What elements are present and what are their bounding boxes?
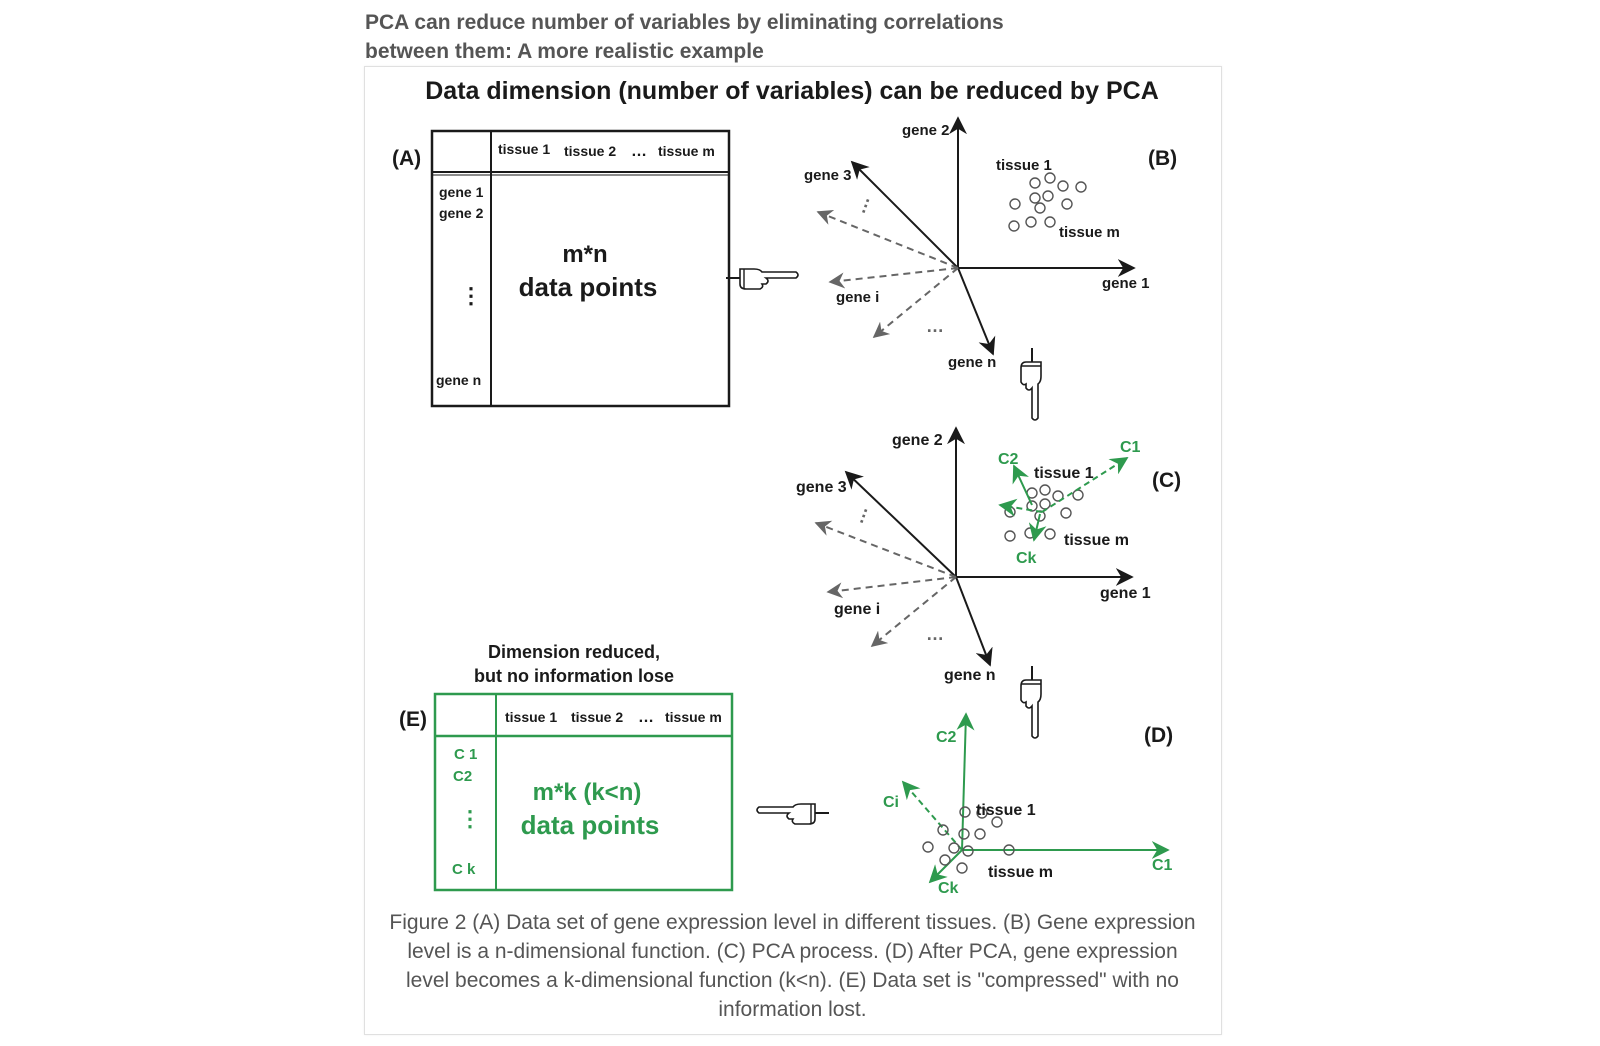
panel-c-label: (C) bbox=[1152, 469, 1181, 492]
axis-label-gene-2: gene 2 bbox=[892, 432, 943, 449]
axis-label-gene-n: gene n bbox=[948, 354, 996, 371]
component-label-c2: C2 bbox=[998, 451, 1019, 468]
cluster-label-tissue-m: tissue m bbox=[1064, 532, 1129, 549]
panel-e-col-header: tissue 2 bbox=[571, 709, 623, 725]
panel-e-col-header: tissue 1 bbox=[505, 709, 557, 725]
cluster-label-tissue-1: tissue 1 bbox=[996, 157, 1052, 174]
axis-dashed-upper bbox=[816, 209, 959, 269]
panel-a-body-line-2: data points bbox=[519, 272, 658, 302]
axis-label-gene-3: gene 3 bbox=[804, 167, 852, 184]
cluster-label-tissue-m: tissue m bbox=[1059, 224, 1120, 241]
axis-label-ci: Ci bbox=[883, 794, 899, 811]
hand-pointer-down-icon bbox=[1020, 347, 1042, 421]
panel-a-col-header: … bbox=[631, 143, 647, 160]
axis-gene-i bbox=[826, 576, 957, 599]
axis-label-gene-i: gene i bbox=[834, 601, 880, 618]
panel-a-body-line-1: m*n bbox=[562, 241, 607, 268]
axis-gene-3 bbox=[850, 160, 959, 269]
axis-label-gene-i: gene i bbox=[836, 289, 879, 306]
axis-ellipsis-upper: … bbox=[847, 503, 872, 527]
panel-a-label: (A) bbox=[392, 147, 421, 170]
figure-frame bbox=[364, 66, 1222, 1035]
panel-a-row-header: gene n bbox=[436, 372, 481, 388]
panel-b: (B) gene 1 gene 2 gene 3 gene i gene n …… bbox=[804, 116, 1177, 371]
panel-e-row-header: C 1 bbox=[454, 746, 477, 763]
axis-ellipsis-upper: … bbox=[849, 193, 874, 217]
panel-e-note-line-1: Dimension reduced, bbox=[488, 642, 660, 662]
panel-a-col-header: tissue m bbox=[658, 143, 715, 159]
axis-label-gene-1: gene 1 bbox=[1102, 275, 1150, 292]
axis-dashed-upper bbox=[814, 520, 957, 578]
axis-dashed-lower bbox=[872, 267, 959, 339]
axis-c2 bbox=[956, 712, 975, 851]
panel-a-col-header: tissue 1 bbox=[498, 141, 550, 157]
axis-label-c1: C1 bbox=[1152, 857, 1173, 874]
panel-a-col-header: tissue 2 bbox=[564, 143, 616, 159]
axis-label-gene-3: gene 3 bbox=[796, 479, 847, 496]
page-heading: PCA can reduce number of variables by el… bbox=[365, 8, 1185, 66]
hand-pointer-right-icon bbox=[725, 268, 799, 290]
cluster-label-tissue-1: tissue 1 bbox=[976, 802, 1036, 819]
figure-title: Data dimension (number of variables) can… bbox=[425, 77, 1159, 105]
caption-line: information lost. bbox=[718, 998, 867, 1021]
axis-gene-i bbox=[828, 267, 959, 289]
panel-e-body-line-2: data points bbox=[521, 810, 660, 840]
caption-line: level becomes a k-dimensional function (… bbox=[406, 969, 1179, 992]
caption-line: level is a n-dimensional function. (C) P… bbox=[407, 940, 1178, 963]
cluster-label-tissue-m: tissue m bbox=[988, 864, 1053, 881]
component-label-c1: C1 bbox=[1120, 439, 1141, 456]
panel-e-row-header: C k bbox=[452, 861, 476, 878]
panel-d: (D) C1 C2 Ci Ck tissue 1 tissue m bbox=[883, 712, 1173, 897]
data-cluster bbox=[922, 806, 1015, 874]
component-c-mid bbox=[998, 498, 1043, 517]
panel-e-note-line-2: but no information lose bbox=[474, 666, 674, 686]
axis-label-gene-1: gene 1 bbox=[1100, 585, 1151, 602]
panel-e-row-header: C2 bbox=[453, 768, 472, 785]
axis-dashed-lower bbox=[870, 576, 957, 648]
hand-pointer-left-icon bbox=[756, 803, 830, 825]
panel-e-col-header: tissue m bbox=[665, 709, 722, 725]
panel-a-row-header: ⋮ bbox=[460, 283, 482, 308]
panel-e: Dimension reduced, but no information lo… bbox=[399, 642, 734, 892]
panel-e-row-header: ⋮ bbox=[459, 806, 481, 831]
axis-ci bbox=[901, 780, 963, 851]
cluster-label-tissue-1: tissue 1 bbox=[1034, 465, 1094, 482]
figure-caption: Figure 2 (A) Data set of gene expression… bbox=[375, 908, 1210, 1024]
data-cluster bbox=[1008, 172, 1087, 232]
hand-pointer-down-icon bbox=[1020, 665, 1042, 739]
component-c2 bbox=[1012, 464, 1033, 506]
heading-line-2: between them: A more realistic example bbox=[365, 40, 764, 63]
panel-a: (A) tissue 1 tissue 2 … tissue m gene 1 … bbox=[392, 129, 731, 408]
panel-a-row-header: gene 1 bbox=[439, 184, 484, 200]
axis-label-gene-n: gene n bbox=[944, 667, 996, 684]
axis-ellipsis-lower: … bbox=[926, 316, 944, 336]
caption-line: Figure 2 (A) Data set of gene expression… bbox=[389, 911, 1196, 934]
axis-label-c2: C2 bbox=[936, 729, 957, 746]
panel-e-col-header: … bbox=[638, 709, 654, 726]
axis-label-ck: Ck bbox=[938, 880, 959, 897]
axis-gene-n bbox=[957, 267, 996, 356]
panel-a-row-header: gene 2 bbox=[439, 205, 484, 221]
panel-e-label: (E) bbox=[399, 708, 427, 731]
axis-ck bbox=[928, 849, 963, 884]
panel-b-label: (B) bbox=[1148, 147, 1177, 170]
panel-a-table-border bbox=[430, 129, 731, 408]
heading-line-1: PCA can reduce number of variables by el… bbox=[365, 11, 1004, 34]
component-ck bbox=[1028, 513, 1047, 542]
axis-label-gene-2: gene 2 bbox=[902, 122, 950, 139]
panel-c: (C) gene 1 gene 2 gene 3 gene i gene n …… bbox=[796, 426, 1181, 684]
axis-gene-n bbox=[955, 576, 993, 667]
axis-ellipsis-lower: … bbox=[926, 624, 944, 644]
panel-e-table-border bbox=[433, 692, 734, 892]
axis-gene-3 bbox=[844, 470, 957, 578]
panel-e-body-line-1: m*k (k<n) bbox=[533, 779, 642, 806]
panel-d-label: (D) bbox=[1144, 724, 1173, 747]
component-c1 bbox=[1041, 457, 1129, 513]
component-label-ck: Ck bbox=[1016, 550, 1037, 567]
